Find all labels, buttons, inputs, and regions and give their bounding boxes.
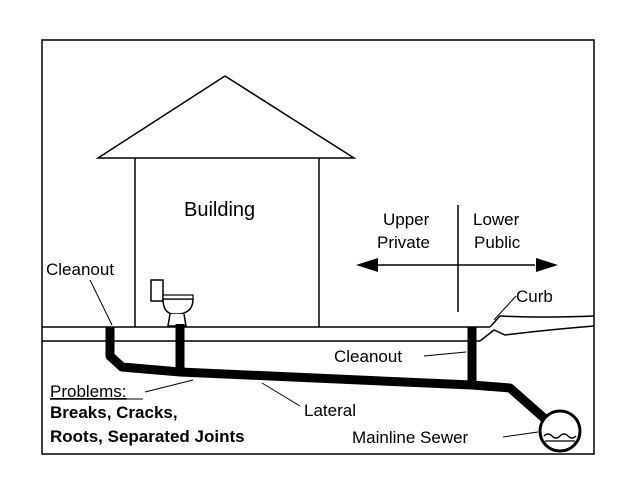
diagram-frame — [41, 39, 595, 455]
building — [95, 75, 357, 327]
cleanout-right-leader-line — [423, 351, 467, 357]
problems-line-2: Roots, Separated Joints — [50, 427, 245, 446]
problems-title: Problems: — [50, 382, 127, 401]
lateral-leader-line — [261, 382, 301, 407]
building-label: Building — [184, 199, 255, 221]
private-label: Private — [377, 233, 430, 252]
upper-label: Upper — [383, 210, 430, 229]
toilet-tank — [150, 279, 164, 302]
sewage-wave-icon — [543, 433, 577, 439]
toilet-icon — [150, 279, 194, 327]
mainline-sewer-label: Mainline Sewer — [352, 428, 469, 447]
toilet-bowl — [162, 298, 194, 315]
lateral-label: Lateral — [304, 401, 356, 420]
curb-leader-line — [493, 295, 517, 321]
cleanout-right-label: Cleanout — [334, 347, 402, 366]
cleanout-left-leader-line — [89, 279, 113, 326]
mainline-sewer-leader-line — [502, 431, 539, 438]
building-roof — [95, 75, 357, 159]
curb-label: Curb — [516, 287, 553, 306]
curb-top-line — [489, 315, 595, 328]
toilet-seat — [162, 294, 194, 300]
public-label: Public — [474, 233, 521, 252]
curb — [479, 315, 595, 342]
cleanout-left-label: Cleanout — [46, 260, 114, 279]
problems-line-1: Breaks, Cracks, — [50, 403, 178, 422]
sewer-pipes — [105, 324, 547, 422]
arrow-right-icon — [536, 258, 558, 272]
mainline-sewer-circle — [538, 409, 582, 453]
mainline-sewer-pipe-icon — [538, 409, 582, 453]
lower-label: Lower — [473, 210, 520, 229]
problems-leader-line — [144, 379, 194, 393]
curb-bottom-line — [479, 325, 595, 342]
arrow-left-icon — [356, 258, 378, 272]
